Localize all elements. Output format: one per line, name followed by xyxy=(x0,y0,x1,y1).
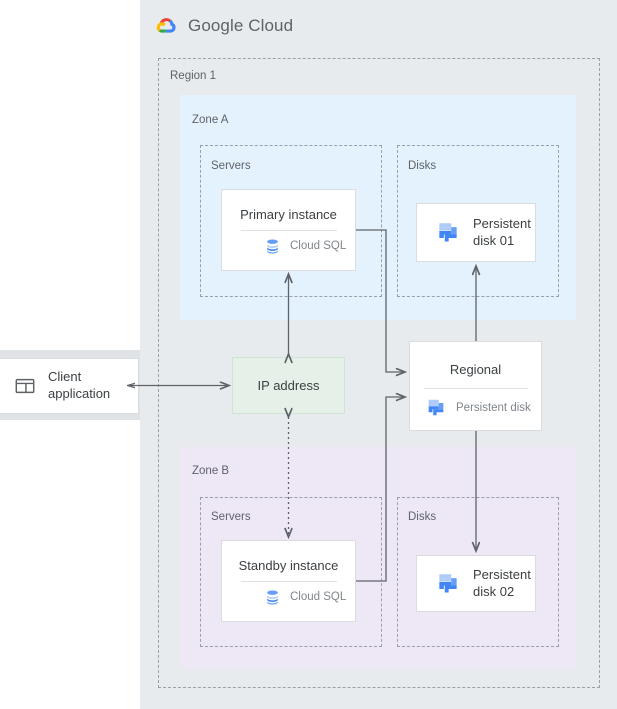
client-label-line2: application xyxy=(48,386,111,401)
ip-address-label: IP address xyxy=(257,378,320,393)
region-1-container xyxy=(158,58,600,688)
brand-name-light: Cloud xyxy=(248,16,294,35)
client-window-icon xyxy=(14,375,36,397)
primary-instance-title: Primary instance xyxy=(240,207,337,222)
zone-b-servers-label: Servers xyxy=(211,511,251,523)
cloud-sql-icon xyxy=(264,589,281,606)
primary-instance-card[interactable]: Primary instance Cloud SQL xyxy=(221,189,356,271)
client-application-box[interactable]: Client application xyxy=(0,358,139,414)
primary-instance-product: Cloud SQL xyxy=(264,238,346,255)
persistent-disk-icon xyxy=(435,220,461,246)
regional-disk-title: Regional xyxy=(449,362,502,377)
persistent-disk-02-label-line2: disk 02 xyxy=(473,583,515,599)
brand-name-bold: Google xyxy=(188,16,244,35)
standby-instance-divider xyxy=(241,581,337,582)
zone-a-servers-label: Servers xyxy=(211,160,251,172)
zone-b-label: Zone B xyxy=(192,465,230,477)
standby-instance-product-label: Cloud SQL xyxy=(290,591,347,604)
regional-disk-product-label: Persistent disk xyxy=(456,401,531,414)
persistent-disk-02-card[interactable]: Persistent disk 02 xyxy=(416,555,536,612)
region-1-label: Region 1 xyxy=(170,70,217,82)
client-application-label: Client application xyxy=(48,369,110,403)
persistent-disk-icon xyxy=(435,571,461,597)
persistent-disk-01-label: Persistent disk 01 xyxy=(473,216,531,250)
regional-disk-product: Persistent disk xyxy=(425,397,531,419)
persistent-disk-02-label: Persistent disk 02 xyxy=(473,567,531,601)
persistent-disk-01-label-line1: Persistent xyxy=(473,215,531,231)
primary-instance-divider xyxy=(241,230,337,231)
standby-instance-card[interactable]: Standby instance Cloud SQL xyxy=(221,540,356,622)
regional-persistent-disk-card[interactable]: Regional Persistent disk xyxy=(409,341,542,431)
standby-instance-product: Cloud SQL xyxy=(264,589,346,606)
client-label-line1: Client xyxy=(48,369,82,385)
primary-instance-product-label: Cloud SQL xyxy=(290,240,347,253)
persistent-disk-01-label-line2: disk 01 xyxy=(473,232,515,248)
standby-instance-title: Standby instance xyxy=(238,558,339,573)
google-cloud-brand: Google Cloud xyxy=(155,16,293,36)
persistent-disk-01-card[interactable]: Persistent disk 01 xyxy=(416,203,536,262)
persistent-disk-02-label-line1: Persistent xyxy=(473,566,531,582)
cloud-sql-icon xyxy=(264,238,281,255)
regional-disk-divider xyxy=(424,388,528,389)
ip-address-box[interactable]: IP address xyxy=(232,357,345,414)
zone-a-disks-group xyxy=(397,145,559,297)
persistent-disk-icon xyxy=(425,397,447,419)
google-cloud-logo-icon xyxy=(155,16,179,36)
zone-a-label: Zone A xyxy=(192,114,229,126)
connector-primary-instance-to-regional-disk xyxy=(356,229,405,372)
zone-b-disks-label: Disks xyxy=(408,511,437,523)
connector-standby-instance-to-regional-disk xyxy=(356,397,405,582)
brand-name: Google Cloud xyxy=(188,16,293,36)
zone-b-disks-group xyxy=(397,497,559,647)
zone-a-disks-label: Disks xyxy=(408,160,437,172)
